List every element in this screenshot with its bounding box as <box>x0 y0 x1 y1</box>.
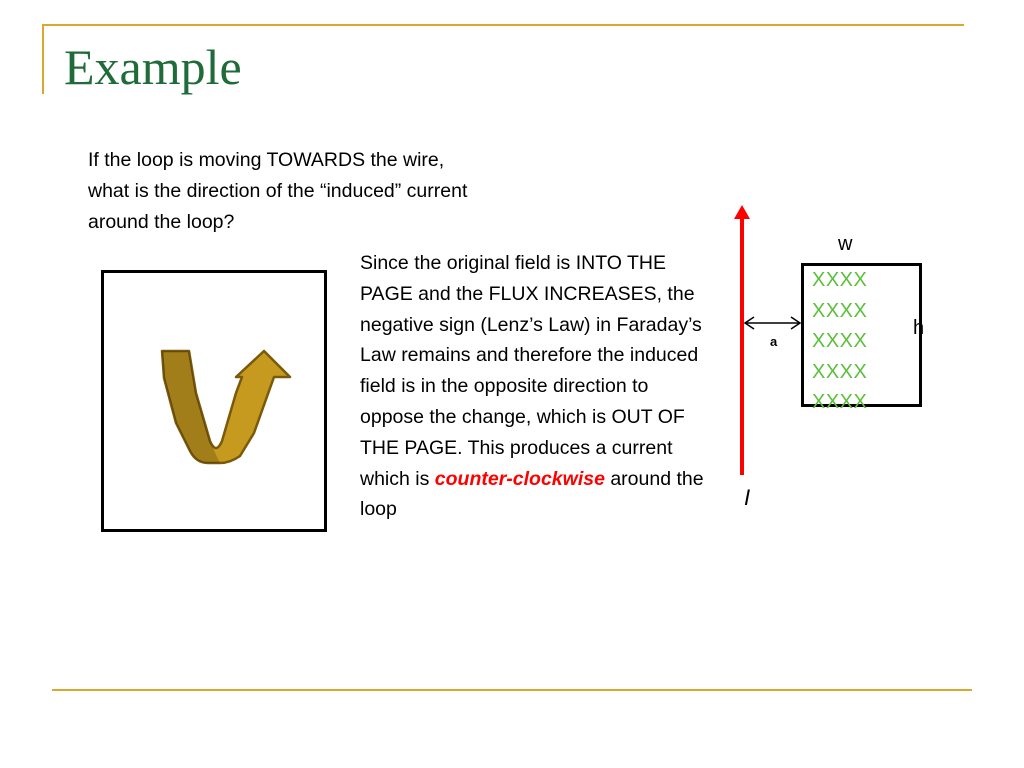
current-label: I <box>744 485 751 510</box>
field-row: XXXX <box>812 330 868 352</box>
explanation-text: Since the original field is INTO THE PAG… <box>360 248 705 525</box>
field-into-page: XXXX XXXX XXXX XXXX XXXX <box>812 265 922 418</box>
wire-loop-diagram: XXXX XXXX XXXX XXXX XXXX w h a I <box>700 195 980 525</box>
u-turn-arrow-icon <box>160 349 292 465</box>
field-row: XXXX <box>812 269 868 291</box>
distance-arrow-left-icon <box>743 316 755 330</box>
question-line-3: around the loop? <box>88 211 235 233</box>
height-label: h <box>913 317 925 339</box>
field-row: XXXX <box>812 360 868 383</box>
arrow-figure-box <box>101 270 327 532</box>
field-row: XXXX <box>812 299 868 322</box>
question-line-1: If the loop is moving TOWARDS the wire, <box>88 149 445 171</box>
wire-and-distance-graphic <box>734 205 802 475</box>
explanation-tail: around the loop <box>360 467 704 521</box>
field-row: XXXX <box>812 391 868 413</box>
question-text: If the loop is moving TOWARDS the wire, … <box>88 145 618 238</box>
distance-label: a <box>770 334 778 349</box>
accent-line-bottom <box>52 689 972 691</box>
accent-line-left <box>42 24 44 94</box>
counter-clockwise-emphasis: counter-clockwise <box>434 467 605 490</box>
accent-line-top <box>42 24 964 26</box>
width-label: w <box>838 233 853 255</box>
explanation-body: Since the original field is INTO THE PAG… <box>360 252 702 490</box>
slide-title: Example <box>64 39 242 95</box>
conducting-loop <box>801 263 922 407</box>
wire-arrowhead-icon <box>734 205 750 219</box>
question-line-2: what is the direction of the “induced” c… <box>88 180 468 202</box>
distance-arrow-right-icon <box>790 316 802 330</box>
